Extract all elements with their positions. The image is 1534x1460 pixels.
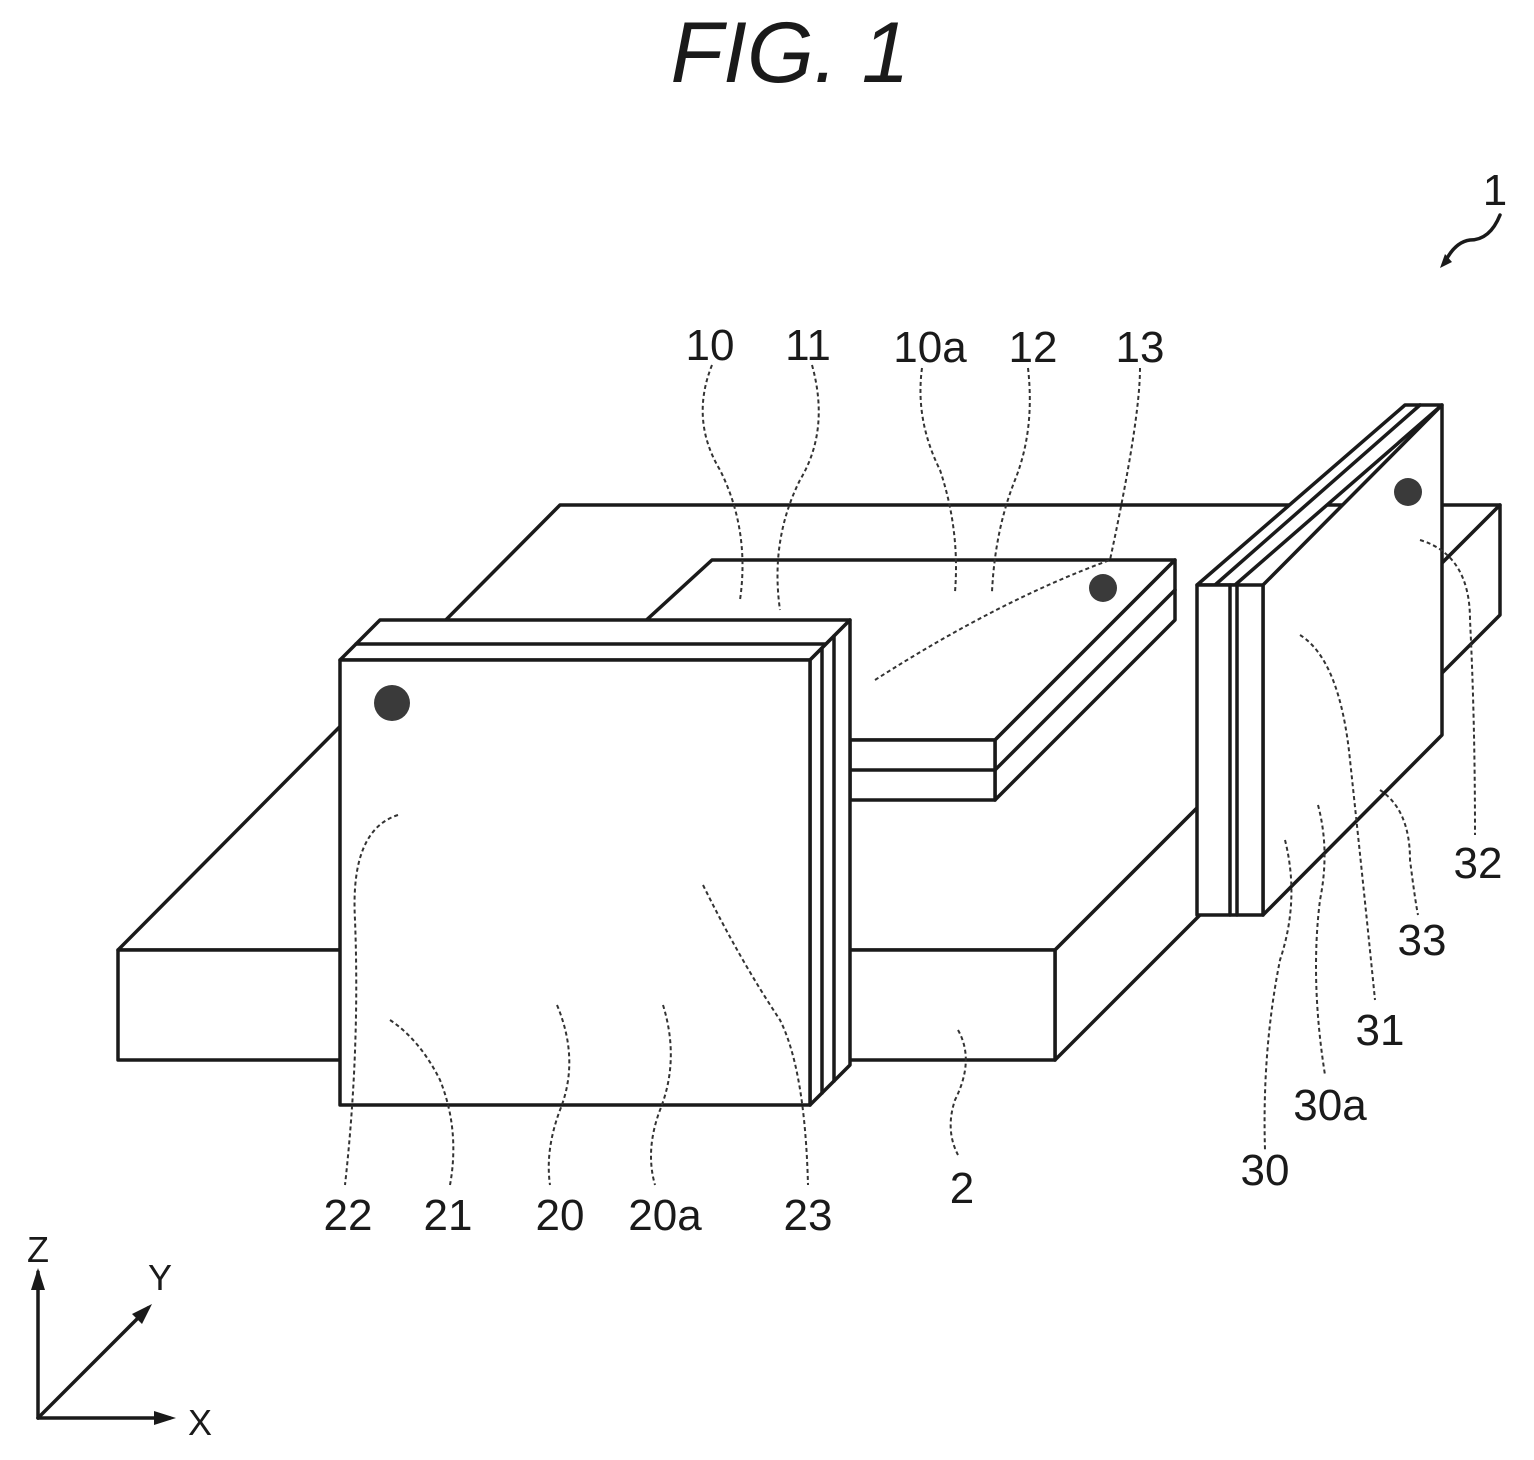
z-axis-arrowhead [31, 1268, 45, 1290]
element-20-dot [374, 685, 410, 721]
label-13: 13 [1116, 323, 1165, 372]
label-20a: 20a [628, 1191, 702, 1240]
label-30: 30 [1241, 1146, 1290, 1195]
element-30-dot [1394, 478, 1422, 506]
element-20-front [340, 660, 810, 1105]
x-axis-arrowhead [154, 1411, 176, 1425]
label-30a: 30a [1293, 1081, 1367, 1130]
label-33: 33 [1398, 916, 1447, 965]
element-30 [1197, 405, 1442, 915]
z-axis-label: Z [27, 1229, 49, 1270]
coordinate-axes: Z Y X [27, 1229, 212, 1443]
label-31: 31 [1356, 1006, 1405, 1055]
device-reference: 1 [1440, 166, 1507, 268]
label-12: 12 [1009, 323, 1058, 372]
x-axis-label: X [188, 1402, 212, 1443]
leader-33 [1380, 790, 1418, 915]
y-axis-line [38, 1308, 148, 1418]
element-20-side [810, 620, 850, 1105]
label-32: 32 [1454, 839, 1503, 888]
label-21: 21 [424, 1191, 473, 1240]
label-23: 23 [784, 1191, 833, 1240]
label-10a: 10a [893, 323, 967, 372]
device-arrow [1445, 215, 1500, 262]
label-11: 11 [785, 321, 831, 370]
element-10-dot [1089, 574, 1117, 602]
figure-title: FIG. 1 [671, 5, 910, 101]
y-axis-label: Y [148, 1257, 172, 1298]
label-10: 10 [686, 321, 735, 370]
element-20-top [340, 620, 850, 660]
label-2: 2 [950, 1164, 974, 1213]
label-22: 22 [324, 1191, 373, 1240]
element-20 [340, 620, 850, 1105]
label-20: 20 [536, 1191, 585, 1240]
label-1: 1 [1483, 166, 1507, 215]
